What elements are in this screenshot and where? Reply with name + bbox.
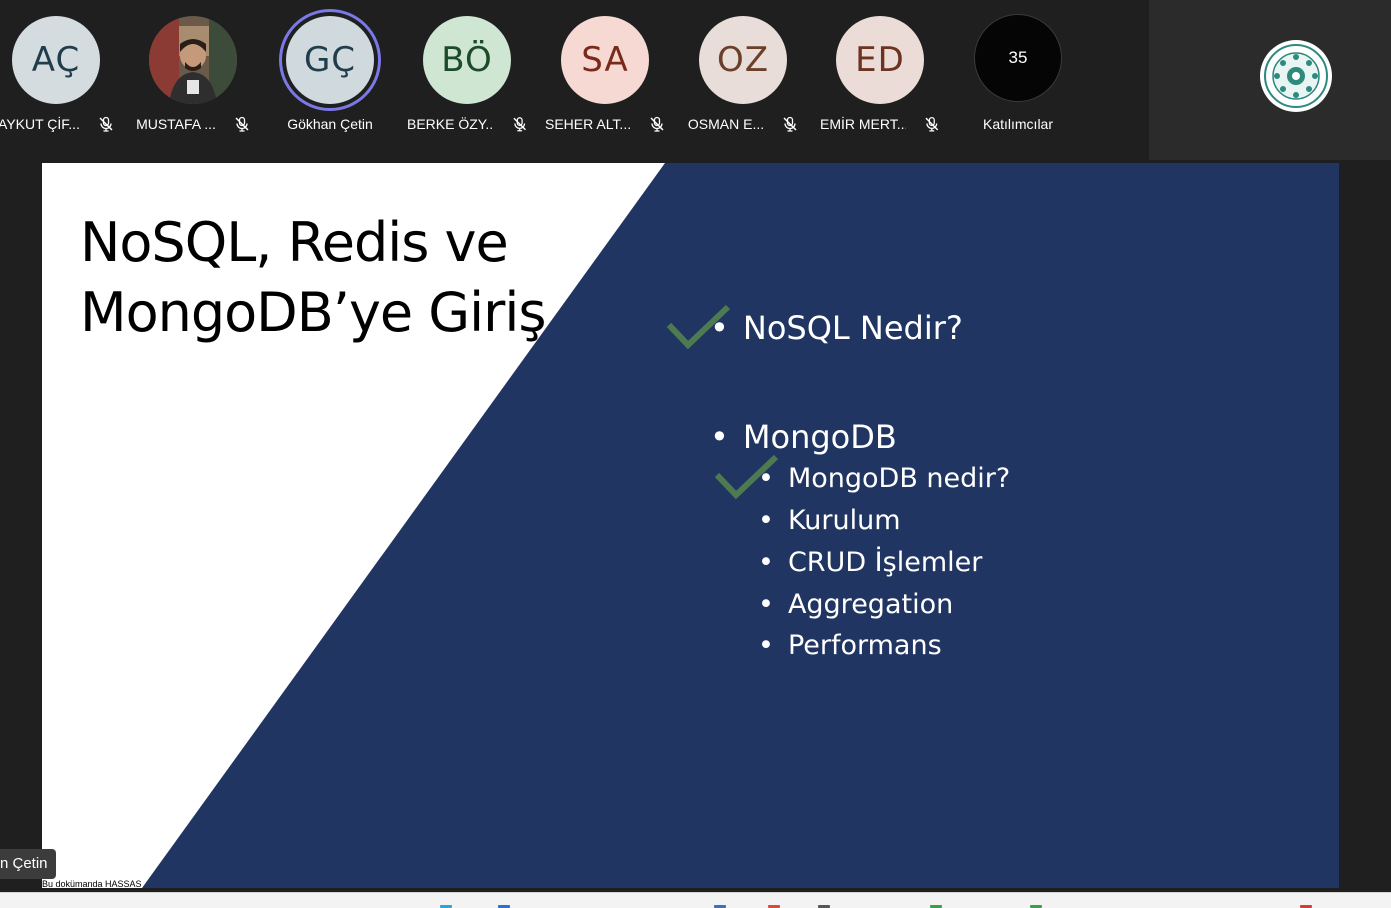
- participant-avatar: SA: [561, 16, 649, 104]
- participant-tile[interactable]: MUSTAFA ...: [133, 16, 253, 146]
- bullet-text: Aggregation: [787, 589, 954, 620]
- participant-tile[interactable]: BÖ BERKE ÖZY...: [407, 16, 527, 146]
- bullet-text: MongoDB nedir?: [787, 463, 1011, 494]
- university-logo: [1260, 40, 1332, 112]
- participant-avatar: OZ: [699, 16, 787, 104]
- checkmark-icon: [714, 454, 779, 500]
- mic-muted-icon: [513, 117, 526, 132]
- bullet-marker: •: [710, 418, 729, 456]
- bullet-marker: •: [758, 505, 774, 536]
- participants-count: 35: [974, 14, 1062, 102]
- bullet-marker: •: [758, 630, 774, 661]
- presenter-name-tag: n Çetin: [0, 849, 56, 879]
- participant-tile[interactable]: ED EMİR MERT...: [820, 16, 940, 146]
- bullet-marker: •: [758, 547, 774, 578]
- participant-tile[interactable]: GÇ Gökhan Çetin: [270, 16, 390, 146]
- mic-muted-icon: [99, 116, 113, 132]
- participant-name: AYKUT ÇİF...: [0, 116, 80, 132]
- participant-avatar: AÇ: [12, 16, 100, 104]
- participant-tile[interactable]: AÇ AYKUT ÇİF...: [0, 16, 116, 146]
- slide-bullet: • Performans: [758, 630, 942, 661]
- sensitivity-label: Bu dokümanda HASSAS: [42, 879, 142, 888]
- bullet-text: CRUD İşlemler: [787, 547, 983, 578]
- bullet-text: NoSQL Nedir?: [742, 309, 963, 347]
- user-photo-icon: [149, 16, 237, 104]
- taskbar-strip: [0, 892, 1391, 908]
- slide-bullet: • Kurulum: [758, 505, 901, 536]
- participant-name: OSMAN E...: [687, 116, 765, 132]
- participant-name: BERKE ÖZY...: [407, 116, 494, 132]
- bullet-text: MongoDB: [742, 418, 897, 456]
- slide-bullet: •MongoDB nedir?: [758, 463, 1010, 494]
- slide-bullet: • MongoDB: [710, 418, 897, 456]
- slide-bullet: •NoSQL Nedir?: [710, 309, 963, 347]
- bullet-text: Performans: [787, 630, 942, 661]
- participants-label: Katılımcılar: [982, 116, 1053, 132]
- mic-muted-icon: [925, 117, 939, 132]
- participants-button[interactable]: 35 Katılımcılar: [958, 14, 1078, 146]
- participant-tile[interactable]: SA SEHER ALT...: [545, 16, 665, 146]
- mic-muted-icon: [235, 116, 249, 132]
- bullet-text: Kurulum: [787, 505, 901, 536]
- participant-avatar: ED: [836, 16, 924, 104]
- slide-background: [142, 163, 1339, 888]
- mic-muted-icon: [650, 116, 664, 132]
- participant-tile[interactable]: OZ OSMAN E...: [683, 16, 803, 146]
- participant-name: MUSTAFA ...: [136, 116, 216, 132]
- participant-name: SEHER ALT...: [545, 116, 632, 132]
- participant-name: EMİR MERT...: [820, 116, 907, 132]
- participant-name: Gökhan Çetin: [287, 116, 373, 132]
- bullet-marker: •: [758, 589, 774, 620]
- slide-bullet: • CRUD İşlemler: [758, 547, 982, 578]
- slide-bullet: • Aggregation: [758, 589, 953, 620]
- participant-avatar: BÖ: [423, 16, 511, 104]
- participant-avatar: GÇ: [286, 16, 374, 104]
- presentation-slide: NoSQL, Redis ve MongoDB’ye Giriş •NoSQL …: [42, 163, 1339, 888]
- slide-title: NoSQL, Redis ve MongoDB’ye Giriş: [80, 211, 547, 344]
- participant-avatar: [149, 16, 237, 104]
- mic-muted-icon: [783, 116, 797, 132]
- checkmark-icon: [666, 304, 731, 350]
